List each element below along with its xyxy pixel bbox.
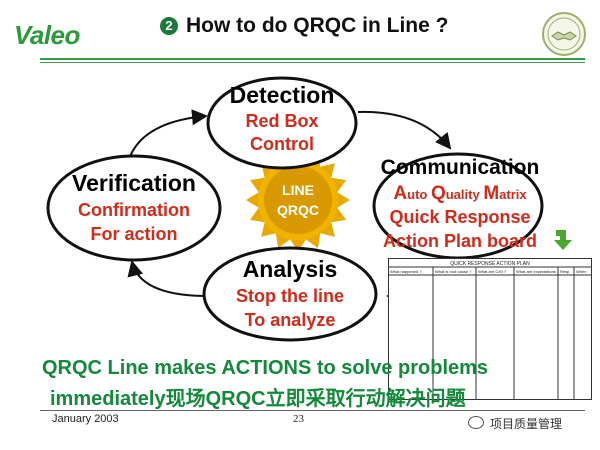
analysis-sub1: Stop the line <box>236 286 344 306</box>
verification-sub2: For action <box>90 224 178 244</box>
detection-title: Detection <box>229 82 335 108</box>
board-col-1: What happened ? <box>390 269 422 274</box>
page-title: 2 How to do QRQC in Line ? <box>160 14 448 38</box>
board-col-3: What are C/M ? <box>478 269 507 274</box>
analysis-title: Analysis <box>242 256 338 282</box>
valeo-logo: Valeo <box>14 20 80 50</box>
arrow-verification-to-detection <box>127 109 208 163</box>
footer-date: January 2003 <box>52 413 119 425</box>
comm-sub1-m: M <box>483 183 500 204</box>
board-title: QUICK RESPONSE ACTION PLAN <box>450 261 530 267</box>
board-col-6: When <box>576 269 586 274</box>
line-qrqc-sun <box>246 148 350 252</box>
handshake-emblem-icon <box>542 12 586 56</box>
detection-sub1: Red Box <box>245 111 319 131</box>
communication-sub3: Action Plan board <box>382 231 537 251</box>
conclusion-line2: immediately现场QRQC立即采取行动解决问题 <box>50 388 466 410</box>
node-detection <box>206 76 358 170</box>
node-analysis <box>202 246 378 342</box>
verification-sub1: Confirmation <box>78 200 190 220</box>
board-col-5: Resp <box>560 269 570 274</box>
page-title-text: How to do QRQC in Line ? <box>186 14 449 37</box>
verification-title: Verification <box>72 170 196 196</box>
analysis-sub2: To analyze <box>244 310 336 330</box>
arrow-detection-to-communication <box>357 110 452 150</box>
action-plan-board: QUICK RESPONSE ACTION PLAN What happened… <box>388 258 592 400</box>
arrow-analysis-to-verification <box>127 260 205 297</box>
header-rule <box>40 58 585 60</box>
page-number: 23 <box>293 413 304 425</box>
comm-sub1-q: Q <box>430 183 446 204</box>
board-col-4: What are expectations <box>516 269 556 274</box>
green-curved-arrow-icon <box>554 230 572 250</box>
bullet-number: 2 <box>160 17 178 35</box>
detection-sub2: Control <box>250 134 314 154</box>
comm-sub1-a: A <box>393 183 408 204</box>
comm-sub1-uto: uto <box>407 187 431 202</box>
comm-sub1-atrix: atrix <box>499 187 527 202</box>
node-verification <box>46 154 222 262</box>
communication-sub2: Quick Response <box>389 207 531 227</box>
center-label-line1: LINE <box>282 182 314 198</box>
center-label: LINE QRQC <box>258 180 338 220</box>
communication-title: Communication <box>380 156 540 179</box>
board-col-2: What is root cause ? <box>435 269 472 274</box>
watermark-brand: 项目质量管理 <box>468 415 562 432</box>
footer-rule <box>40 410 585 411</box>
communication-sub1: Auto Quality Matrix <box>370 183 550 205</box>
header-rule-thin <box>40 62 585 63</box>
center-label-line2: QRQC <box>277 202 319 218</box>
watermark-brand-text: 项目质量管理 <box>490 417 563 431</box>
wechat-icon <box>468 416 484 429</box>
conclusion-line1: QRQC Line makes ACTIONS to solve problem… <box>42 357 489 379</box>
comm-sub1-uality: uality <box>445 187 484 202</box>
